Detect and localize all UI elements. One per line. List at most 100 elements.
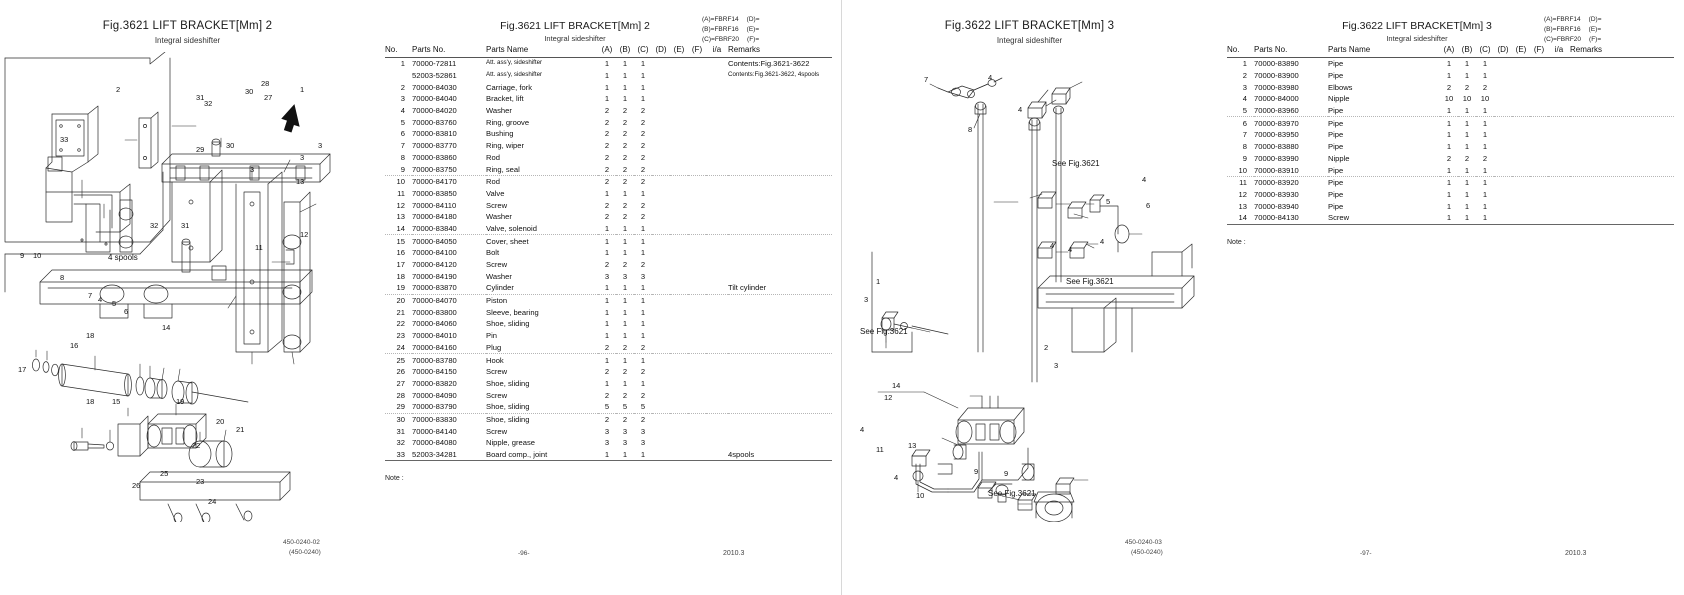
cell-qty-b: 10 [1462, 94, 1472, 104]
svg-text:25: 25 [160, 469, 168, 478]
cell-qty-f [1530, 93, 1548, 105]
cell-qty-b: 1 [1464, 189, 1470, 199]
cell-no: 9 [385, 163, 412, 176]
cell-qty-b: 2 [622, 200, 628, 210]
cell-remarks: Tilt cylinder [728, 282, 832, 295]
cell-qty-a: 2 [604, 106, 610, 116]
cell-qty-d [652, 413, 670, 425]
code-e: (E)= [746, 26, 760, 34]
cell-qty-d [1494, 81, 1512, 93]
header-qty-f: (F) [688, 45, 706, 58]
cell-parts-name: Screw [486, 390, 508, 400]
svg-text:9: 9 [974, 467, 978, 476]
cell-remarks [728, 140, 832, 152]
cell-parts-no: 70000-83980 [1254, 82, 1299, 92]
code-d: (D)= [1588, 16, 1602, 23]
cell-qty-f [688, 330, 706, 342]
cell-ia [1548, 81, 1570, 93]
cell-qty-d [652, 247, 670, 259]
cell-qty-a: 2 [604, 200, 610, 210]
cell-qty-b: 2 [622, 141, 628, 151]
cell-parts-name: Ring, groove [486, 117, 530, 127]
cell-qty-c: 1 [640, 59, 646, 69]
cell-qty-c: 10 [1480, 94, 1490, 104]
cell-qty-f [688, 259, 706, 271]
cell-qty-c: 1 [1482, 178, 1488, 188]
cell-no: 17 [396, 260, 405, 270]
cell-parts-no: 70000-84070 [412, 296, 457, 306]
cell-remarks [1570, 129, 1674, 141]
cell-qty-a: 2 [604, 117, 610, 127]
svg-text:15: 15 [112, 397, 120, 406]
svg-text:8: 8 [968, 125, 972, 134]
cell-qty-c: 2 [640, 390, 646, 400]
cell-parts-name: Pipe [1328, 130, 1344, 140]
svg-text:28: 28 [261, 79, 269, 88]
cell-ia [1548, 93, 1570, 105]
cell-qty-a: 2 [604, 152, 610, 162]
cell-qty-c: 3 [640, 426, 646, 436]
svg-text:33: 33 [60, 135, 68, 144]
left-drawing-code-block: 450-0240-02 (450-0240) [283, 538, 321, 557]
cell-remarks [1570, 189, 1674, 201]
cell-qty-d [652, 105, 670, 117]
cell-qty-b: 2 [622, 414, 628, 424]
cell-qty-a: 2 [604, 177, 610, 187]
cell-parts-no: 52003-52861 [412, 71, 457, 81]
cell-qty-d [652, 152, 670, 164]
model-code-legend: (A)=FBRF14(D)= (B)=FBRF16(E)= (C)=FBRF20… [702, 15, 760, 45]
cell-qty-d [1494, 189, 1512, 201]
cell-qty-f [688, 247, 706, 259]
cell-ia [1548, 200, 1570, 212]
cell-parts-name: Pipe [1328, 189, 1344, 199]
svg-text:3: 3 [318, 141, 322, 150]
cell-qty-f [1530, 141, 1548, 153]
svg-text:18: 18 [86, 331, 94, 340]
header-remarks: Remarks [728, 45, 832, 58]
cell-parts-name: Cover, sheet [486, 236, 529, 246]
cell-qty-e [670, 259, 688, 271]
cell-qty-c: 2 [640, 117, 646, 127]
cell-ia [706, 354, 728, 366]
cell-parts-no: 70000-84020 [412, 106, 457, 116]
note-label-left: Note : [385, 475, 404, 482]
header-remarks: Remarks [1570, 45, 1674, 58]
cell-qty-f [688, 116, 706, 128]
svg-text:3: 3 [864, 295, 868, 304]
model-code-legend: (A)=FBRF14(D)= (B)=FBRF16(E)= (C)=FBRF20… [1544, 15, 1602, 45]
cell-parts-name: Screw [1328, 211, 1440, 225]
cell-parts-name: Shoe, sliding [486, 414, 530, 424]
cell-no: 1 [1242, 59, 1247, 69]
cell-parts-no: 70000-84150 [412, 367, 457, 377]
cell-parts-no: 70000-83880 [1254, 142, 1299, 152]
cell-qty-e [670, 294, 688, 306]
cell-parts-name: Pin [486, 331, 497, 341]
cell-ia [1548, 70, 1570, 82]
cell-qty-e [1512, 81, 1530, 93]
svg-text:12: 12 [300, 230, 308, 239]
cell-qty-f [688, 81, 706, 93]
cell-parts-name: Att. ass'y, sideshifter [486, 59, 543, 67]
cell-qty-e [1512, 176, 1530, 188]
cell-parts-no: 70000-83890 [1254, 59, 1299, 69]
cell-qty-b: 2 [622, 367, 628, 377]
cell-ia [706, 366, 728, 378]
cell-remarks [728, 389, 832, 401]
cell-ia [706, 437, 728, 449]
cell-qty-f [688, 163, 706, 176]
cell-ia [706, 318, 728, 330]
cell-qty-b: 1 [622, 378, 628, 388]
cell-qty-d [652, 437, 670, 449]
cell-parts-name: Pipe [1328, 59, 1344, 69]
cell-parts-no: 52003-34281 [412, 448, 486, 462]
